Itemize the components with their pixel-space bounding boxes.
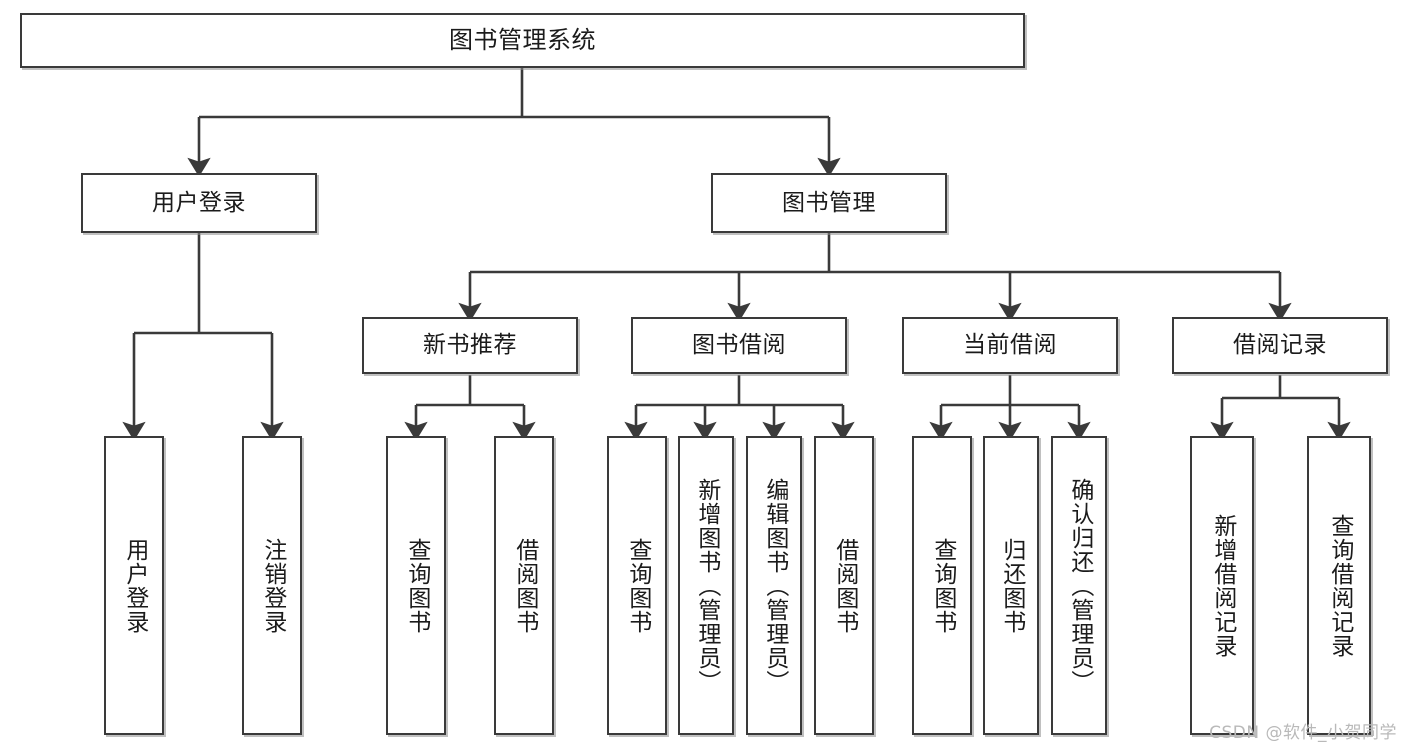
node-label: 借阅图书 (511, 537, 538, 634)
node-label: 用户登录 (152, 189, 246, 216)
leaf-query-book-recommend[interactable]: 查询图书 (386, 436, 446, 735)
node-label: 注销登录 (259, 537, 286, 634)
node-label: 查询图书 (929, 537, 956, 634)
leaf-edit-book[interactable]: 编辑图书（管理员） (746, 436, 802, 735)
node-label: 确认归还（管理员） (1066, 477, 1093, 694)
node-label: 查询图书 (624, 537, 651, 634)
node-label: 新增借阅记录 (1209, 513, 1236, 658)
node-label: 新增图书（管理员） (693, 477, 720, 694)
node-book-manage[interactable]: 图书管理 (711, 173, 947, 233)
node-new-book-recommend[interactable]: 新书推荐 (362, 317, 578, 374)
node-root-system[interactable]: 图书管理系统 (20, 13, 1025, 68)
node-label: 图书管理系统 (449, 25, 596, 54)
leaf-add-borrow-record[interactable]: 新增借阅记录 (1190, 436, 1254, 735)
csdn-watermark: CSDN @软件_小贺同学 (1209, 723, 1397, 743)
node-label: 图书借阅 (692, 332, 786, 359)
node-label: 借阅记录 (1233, 332, 1327, 359)
leaf-query-borrow-record[interactable]: 查询借阅记录 (1307, 436, 1371, 735)
node-label: 查询图书 (403, 537, 430, 634)
node-label: 当前借阅 (963, 332, 1057, 359)
node-label: 用户登录 (121, 537, 148, 634)
leaf-user-login[interactable]: 用户登录 (104, 436, 164, 735)
leaf-query-book-borrow[interactable]: 查询图书 (607, 436, 667, 735)
node-book-borrow[interactable]: 图书借阅 (631, 317, 847, 374)
node-label: 查询借阅记录 (1326, 513, 1353, 658)
leaf-query-book-current[interactable]: 查询图书 (912, 436, 972, 735)
leaf-return-book[interactable]: 归还图书 (983, 436, 1039, 735)
node-user-login[interactable]: 用户登录 (81, 173, 317, 233)
leaf-borrow-book[interactable]: 借阅图书 (814, 436, 874, 735)
leaf-borrow-book-recommend[interactable]: 借阅图书 (494, 436, 554, 735)
node-label: 借阅图书 (831, 537, 858, 634)
node-current-borrow[interactable]: 当前借阅 (902, 317, 1118, 374)
node-label: 编辑图书（管理员） (761, 477, 788, 694)
node-label: 新书推荐 (423, 332, 517, 359)
leaf-user-logout[interactable]: 注销登录 (242, 436, 302, 735)
node-label: 归还图书 (998, 537, 1025, 634)
node-label: 图书管理 (782, 189, 876, 216)
leaf-add-book[interactable]: 新增图书（管理员） (678, 436, 734, 735)
leaf-confirm-return[interactable]: 确认归还（管理员） (1051, 436, 1107, 735)
node-borrow-record[interactable]: 借阅记录 (1172, 317, 1388, 374)
